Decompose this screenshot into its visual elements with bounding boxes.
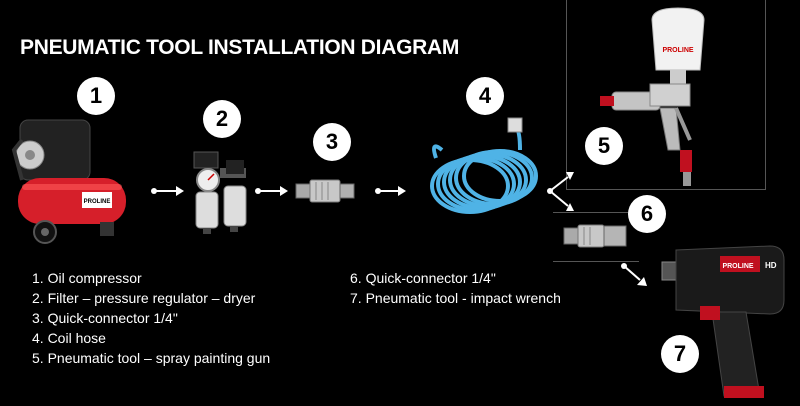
spray-gun-frame [566, 0, 766, 190]
legend-item-2: 2. Filter – pressure regulator – dryer [32, 290, 256, 306]
legend-left: 1. Oil compressor 2. Filter – pressure r… [32, 268, 270, 368]
arrow-1-2 [151, 186, 184, 196]
legend-item-5: 5. Pneumatic tool – spray painting gun [32, 350, 271, 366]
wrench-brand: PROLINE [722, 263, 753, 270]
step-3-badge: 3 [313, 123, 351, 161]
oil-compressor-image: PROLINE [11, 119, 126, 244]
legend-right: 6. Quick-connector 1/4" 7. Pneumatic too… [350, 268, 561, 308]
spray-gun-image: PROLINE [600, 7, 705, 186]
wrench-badge: HD [765, 261, 777, 270]
step-6-badge: 6 [628, 195, 666, 233]
impact-wrench-image: PROLINE HD [661, 245, 785, 398]
split-arrows [547, 172, 574, 211]
legend-item-3: 3. Quick-connector 1/4" [32, 310, 178, 326]
spray-gun-brand: PROLINE [662, 47, 693, 54]
step-7-badge: 7 [661, 335, 699, 373]
compressor-brand: PROLINE [84, 199, 111, 205]
arrow-6-7 [621, 263, 647, 286]
legend-item-7: 7. Pneumatic tool - impact wrench [350, 290, 561, 306]
step-5-badge: 5 [585, 127, 623, 165]
legend-item-6: 6. Quick-connector 1/4" [350, 270, 496, 286]
arrow-3-4 [375, 186, 406, 196]
connector-6-frame [553, 212, 639, 262]
legend-item-1: 1. Oil compressor [32, 270, 142, 286]
step-4-badge: 4 [466, 77, 504, 115]
quick-connector-6-image [563, 224, 627, 248]
arrow-2-3 [255, 186, 288, 196]
quick-connector-3-image [295, 179, 355, 203]
coil-hose-image [430, 117, 538, 214]
legend-item-4: 4. Coil hose [32, 330, 106, 346]
diagram-title: PNEUMATIC TOOL INSTALLATION DIAGRAM [20, 36, 460, 59]
step-2-badge: 2 [203, 100, 241, 138]
filter-regulator-image [193, 151, 247, 234]
step-1-badge: 1 [77, 77, 115, 115]
